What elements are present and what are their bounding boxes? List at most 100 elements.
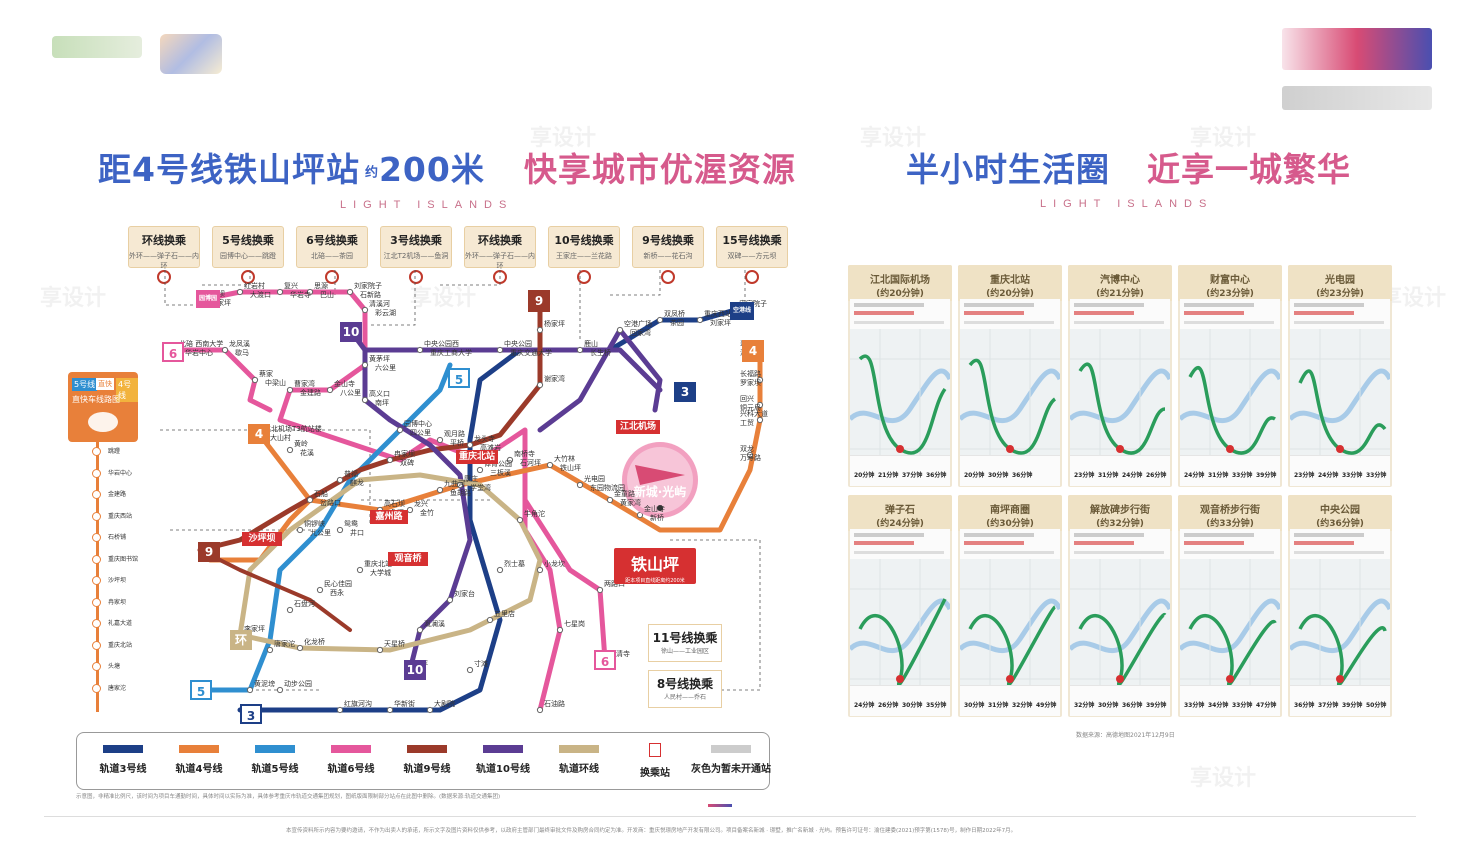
line5-badge: 5: [448, 368, 470, 388]
watermark: 享设计: [1190, 766, 1257, 791]
legend-label: 灰色为暂未开通站: [691, 764, 771, 775]
station-dot: [276, 288, 284, 296]
tieshanping-distance: 距本项目直线距离约200米: [625, 578, 685, 584]
express-title: 直快车线路图: [72, 395, 120, 404]
station-dot: [696, 316, 704, 324]
station-label: 花溪: [300, 448, 314, 457]
station-label: 鸳鸯: [344, 519, 358, 528]
transfer-pin-icon: [325, 270, 339, 284]
route-time: 49分钟: [1036, 702, 1057, 709]
line6-badge: 6: [162, 342, 184, 362]
station-dot: [756, 401, 764, 409]
station-label: 南坪: [375, 398, 389, 407]
station-label: 红岩村: [244, 281, 265, 290]
station-label: 金建路: [300, 388, 321, 397]
headline-distance: 200米: [378, 150, 485, 189]
station-label: 歇马: [235, 348, 249, 357]
station-label: 光电园: [584, 474, 605, 483]
station-dot: [406, 506, 414, 514]
line-3-north: [362, 347, 663, 393]
route-time: 32分钟: [1012, 702, 1033, 709]
search-bar: [850, 529, 950, 559]
station-dot: [636, 511, 644, 519]
station-label: 动步公园: [284, 679, 312, 688]
destination-time: (约36分钟): [1316, 519, 1364, 529]
station-dot: [506, 456, 514, 464]
station-label: 重庆交通大学: [510, 348, 552, 357]
line6-south-badge: 6: [594, 650, 616, 670]
transfer-sub: 外环——弹子石——内环: [465, 252, 535, 270]
station-label: 鹿山: [584, 339, 598, 348]
station-label: 龙头寺: [474, 434, 495, 443]
station-label: 小龙坎: [544, 559, 565, 568]
station-label: 石河坪: [520, 459, 541, 467]
express-station-label: 冉家坝: [108, 598, 127, 606]
legend-swatch: [407, 745, 447, 753]
legend-label: 轨道4号线: [175, 764, 223, 775]
station-dot: [556, 626, 564, 634]
station-dot: [346, 288, 354, 296]
station-dot: [286, 386, 294, 394]
station-dot: [756, 416, 764, 424]
station-label: 杨家坪: [544, 319, 565, 328]
station-dot: [546, 461, 554, 469]
metro-lines: [172, 289, 763, 713]
station-label: 双龙: [740, 444, 754, 453]
station-label: 高滩岩: [480, 443, 501, 452]
search-bar: [1070, 299, 1170, 329]
station-dot: [336, 706, 344, 714]
left-subtitle: LIGHT ISLANDS: [340, 199, 514, 211]
route-time: 24分钟: [854, 702, 875, 709]
station-label: 龙凤溪: [229, 339, 250, 348]
route-map: [1288, 299, 1392, 485]
station-dot: [361, 396, 369, 404]
origin-pin-icon: [1116, 675, 1124, 683]
station-label: 康庄: [464, 474, 478, 483]
line8-transfer-card: 8号线换乘 人民村——乔石: [648, 670, 722, 708]
watermark: 享设计: [40, 286, 107, 311]
transfer-title: 5号线换乘: [222, 234, 274, 247]
station-label: 双凤桥: [664, 309, 685, 318]
station-label: 刘家坪: [710, 318, 731, 327]
legend-swatch: [559, 745, 599, 753]
express-station-dot: [92, 533, 101, 542]
destination-name: 汽博中心: [1100, 275, 1140, 286]
legend-label: 轨道5号线: [251, 764, 299, 775]
legend-item: 轨道环线: [539, 745, 619, 775]
station-label: 铜元局: [740, 403, 761, 412]
station-dot: [516, 516, 524, 524]
route-time: 33分钟: [1232, 472, 1253, 479]
destination-time: (约21分钟): [1096, 289, 1144, 299]
station-dot: [446, 596, 454, 604]
destination-time: (约20分钟): [876, 289, 924, 299]
airport-line-badge: 空港线: [730, 302, 754, 320]
transfer-title: 6号线换乘: [306, 234, 358, 247]
route-time: 23分钟: [1294, 472, 1315, 479]
destination-time: (约23分钟): [1206, 289, 1254, 299]
transfer-pin-icon: [577, 270, 591, 284]
legend-note: 示意图，非精准比例尺，该时间为项目车通勤时间，具体时间以实际为准，具体参考重庆市…: [76, 794, 501, 800]
route-time: 30分钟: [964, 702, 985, 709]
destination-time: (约23分钟): [1316, 289, 1364, 299]
station-label: 南桥寺: [514, 449, 535, 458]
line4-badge: 4: [742, 340, 764, 362]
origin-pin-icon: [896, 445, 904, 453]
station-label: 华岩中心: [185, 348, 213, 357]
express-line5-tag: 5号线: [72, 378, 98, 391]
station-label: 巴山: [320, 290, 334, 299]
station-dot: [426, 706, 434, 714]
express-station-dot: [92, 683, 101, 693]
express-station-label: 头塘: [108, 663, 121, 670]
transfer-sub: 北碚——茶园: [311, 252, 353, 260]
search-bar: [960, 299, 1060, 329]
transfer-title: 环线换乘: [142, 234, 186, 247]
line-9: [197, 297, 543, 553]
express-station-label: 重庆北站: [108, 641, 133, 649]
route-map: [1068, 299, 1172, 485]
